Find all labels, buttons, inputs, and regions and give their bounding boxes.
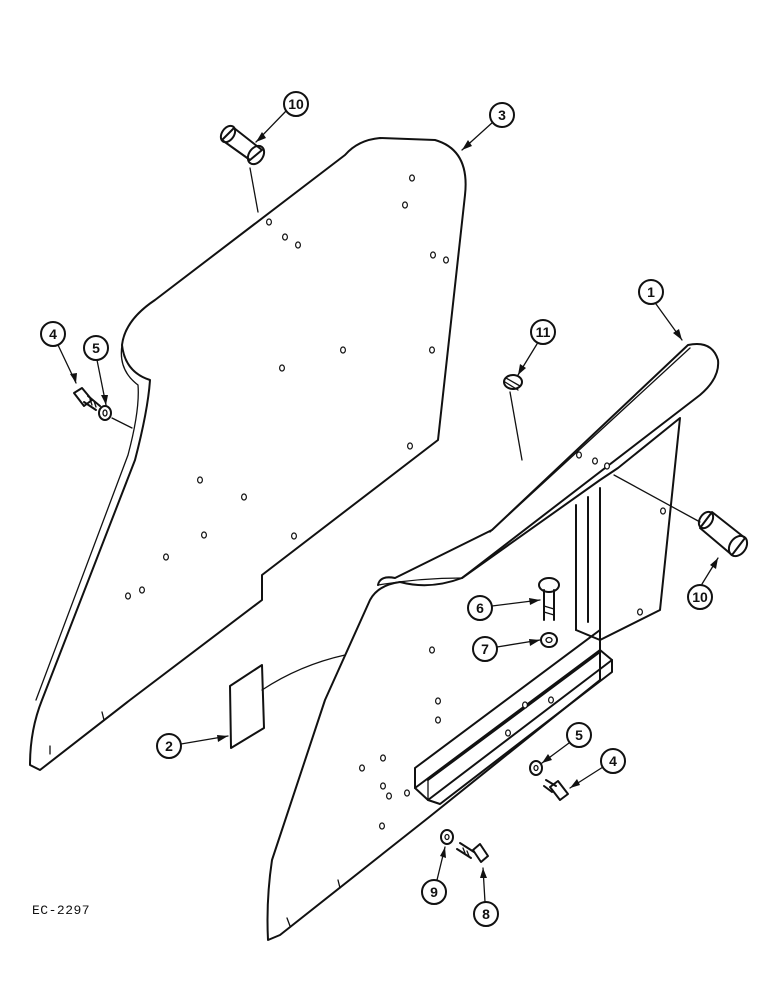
callout-5-right: 5	[541, 722, 592, 764]
plug-part-11	[503, 374, 523, 461]
callout-11: 11	[517, 319, 556, 376]
callout-label: 10	[288, 96, 304, 112]
nut-part-9	[440, 829, 454, 845]
bolt-part-6	[538, 577, 560, 621]
callout-label: 2	[165, 738, 173, 754]
callout-10-right: 10	[687, 557, 719, 610]
callout-6: 6	[467, 595, 541, 621]
callout-label: 11	[536, 324, 551, 340]
callout-label: 10	[692, 589, 708, 605]
figure-id: EC-2297	[32, 903, 91, 918]
callout-label: 7	[481, 641, 489, 657]
callout-label: 9	[430, 884, 438, 900]
washer-part-5-left	[98, 405, 133, 429]
bolt-part-4-right	[543, 779, 569, 801]
callout-label: 4	[49, 326, 57, 342]
callout-label: 5	[575, 727, 583, 743]
callout-3: 3	[461, 102, 515, 151]
callout-5-left: 5	[83, 335, 109, 406]
callout-label: 8	[482, 906, 490, 922]
right-side-panel	[266, 343, 720, 941]
callout-4-right: 4	[569, 748, 626, 789]
callout-2: 2	[156, 733, 229, 759]
callout-label: 3	[498, 107, 506, 123]
callout-label: 5	[92, 340, 100, 356]
callout-10-top: 10	[255, 91, 309, 143]
callout-8: 8	[473, 867, 499, 927]
decal-part-2	[229, 654, 346, 749]
callout-7: 7	[472, 636, 541, 662]
callout-label: 1	[647, 284, 655, 300]
bolt-part-8	[456, 842, 489, 863]
bolt-part-4-left	[73, 387, 101, 411]
bushing-part-10-right	[613, 474, 749, 558]
callout-9: 9	[421, 846, 447, 905]
washer-part-5-right	[529, 760, 543, 776]
bushing-part-10-top	[219, 124, 266, 213]
callout-4-left: 4	[40, 321, 77, 384]
callout-label: 4	[609, 753, 617, 769]
left-side-panel	[29, 137, 467, 771]
callout-label: 6	[476, 600, 484, 616]
callout-1: 1	[638, 279, 683, 341]
washer-part-7	[540, 632, 558, 648]
